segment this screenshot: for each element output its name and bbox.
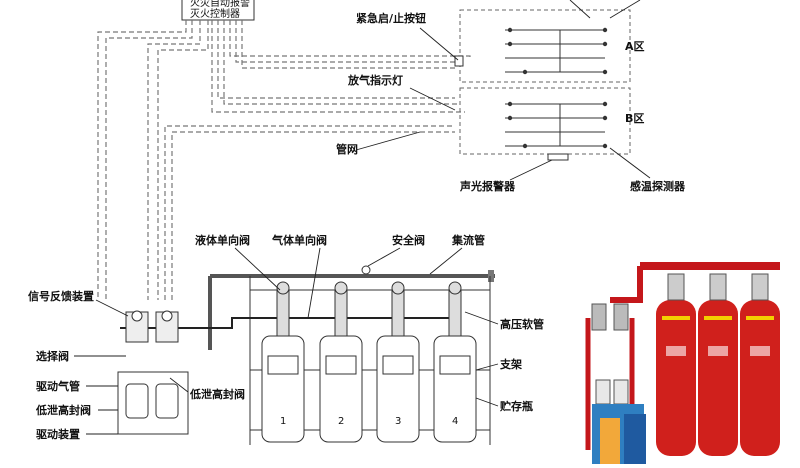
cylinder-number: 2 — [338, 416, 344, 427]
manifold-label: 集流管 — [451, 233, 485, 247]
temp-detector-label: 感温探测器 — [630, 179, 686, 193]
emergency-button-label: 紧急启/止按钮 — [356, 11, 426, 25]
sound-light-alarm-icon — [547, 153, 569, 161]
selector-valve-label: 选择阀 — [36, 349, 69, 363]
signal-feedback-label: 信号反馈装置 — [28, 289, 94, 303]
discharge-lamp-label: 放气指示灯 — [347, 73, 403, 87]
high-pressure-hose-label: 高压软管 — [500, 317, 544, 331]
zone-b: B区 — [459, 87, 644, 155]
safety-valve-icon — [361, 265, 371, 275]
drive-device-label: 驱动装置 — [36, 427, 80, 441]
sound-light-alarm-label: 声光报警器 — [459, 179, 516, 193]
zone-a: A区 — [459, 9, 645, 83]
emergency-button-icon — [454, 55, 464, 67]
drive-device-box — [117, 371, 189, 435]
cylinder: 4 — [433, 281, 477, 443]
pipe-net-label: 管网 — [336, 142, 358, 156]
zone-b-label: B区 — [625, 112, 644, 125]
gas-check-valve-label: 气体单向阀 — [271, 233, 327, 247]
safety-valve-label: 安全阀 — [392, 233, 425, 247]
cylinder: 3 — [376, 281, 420, 443]
low-leak-seal-label-1: 低泄高封阀 — [35, 403, 91, 417]
cylinder-photo — [585, 262, 780, 464]
low-leak-seal-label-2: 低泄高封阀 — [189, 387, 245, 401]
cylinder: 1 — [261, 281, 305, 443]
manifold-pipe — [208, 265, 495, 350]
cable-bundles — [97, 20, 471, 300]
drive-gas-pipe-label: 驱动气管 — [36, 379, 80, 393]
bracket-label: 支架 — [499, 357, 522, 371]
controller-box: 火灾自动报警 灭火控制器 — [181, 0, 255, 21]
zone-a-label: A区 — [625, 40, 645, 53]
selector-valves — [125, 310, 179, 343]
controller-top-label: 火灾自动报警 — [190, 0, 250, 9]
cylinder: 2 — [319, 281, 363, 443]
controller-label: 灭火控制器 — [190, 7, 240, 20]
cylinder-number: 3 — [395, 416, 401, 427]
liquid-check-valve-label: 液体单向阀 — [195, 233, 250, 247]
storage-bottle-label: 贮存瓶 — [499, 399, 533, 413]
cylinder-number: 4 — [452, 416, 458, 427]
cylinder-group: 1 2 3 4 — [261, 281, 477, 443]
cylinder-number: 1 — [280, 416, 286, 427]
